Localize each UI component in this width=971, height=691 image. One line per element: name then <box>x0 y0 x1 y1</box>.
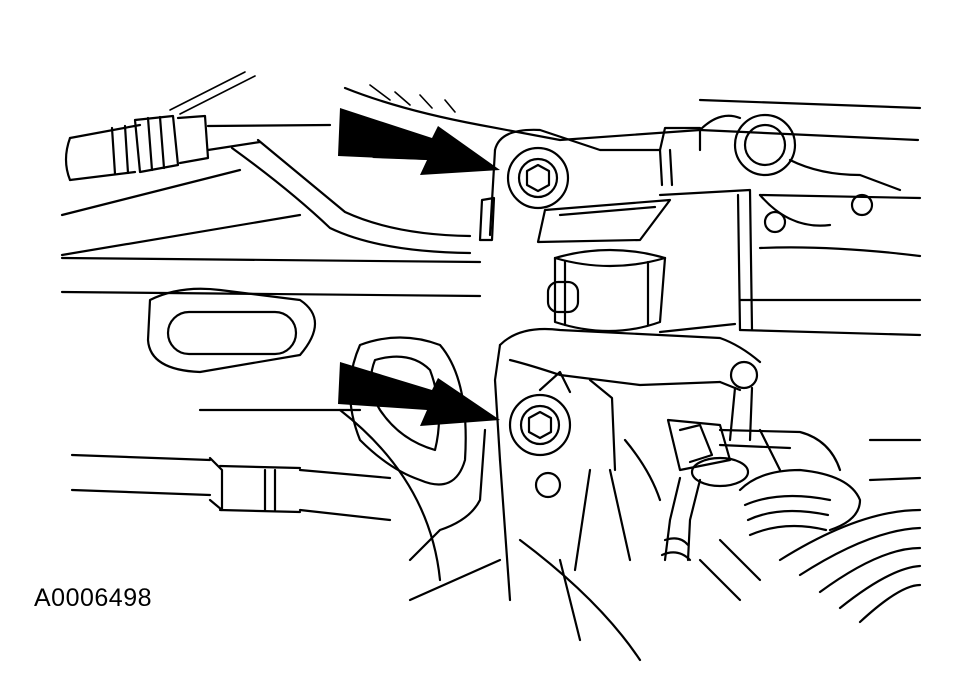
upper-hose <box>64 71 332 182</box>
lower-bracket <box>493 327 762 472</box>
bent-rod <box>230 138 472 255</box>
right-top-ring <box>698 113 902 234</box>
arrow-pointer-icon <box>338 108 500 175</box>
left-slot-plate <box>146 287 316 374</box>
lower-hose <box>70 408 442 582</box>
right-component <box>660 418 922 624</box>
frame-lines <box>60 84 922 337</box>
upper-bolt <box>506 146 570 210</box>
bottom-lines <box>408 538 642 662</box>
lower-bolt <box>508 393 572 499</box>
arrow-pointer-icon <box>338 362 500 426</box>
figure-id-label: A0006498 <box>34 584 153 612</box>
down-arm <box>408 428 662 602</box>
center-bushing <box>546 248 737 334</box>
upper-bracket <box>478 126 754 332</box>
